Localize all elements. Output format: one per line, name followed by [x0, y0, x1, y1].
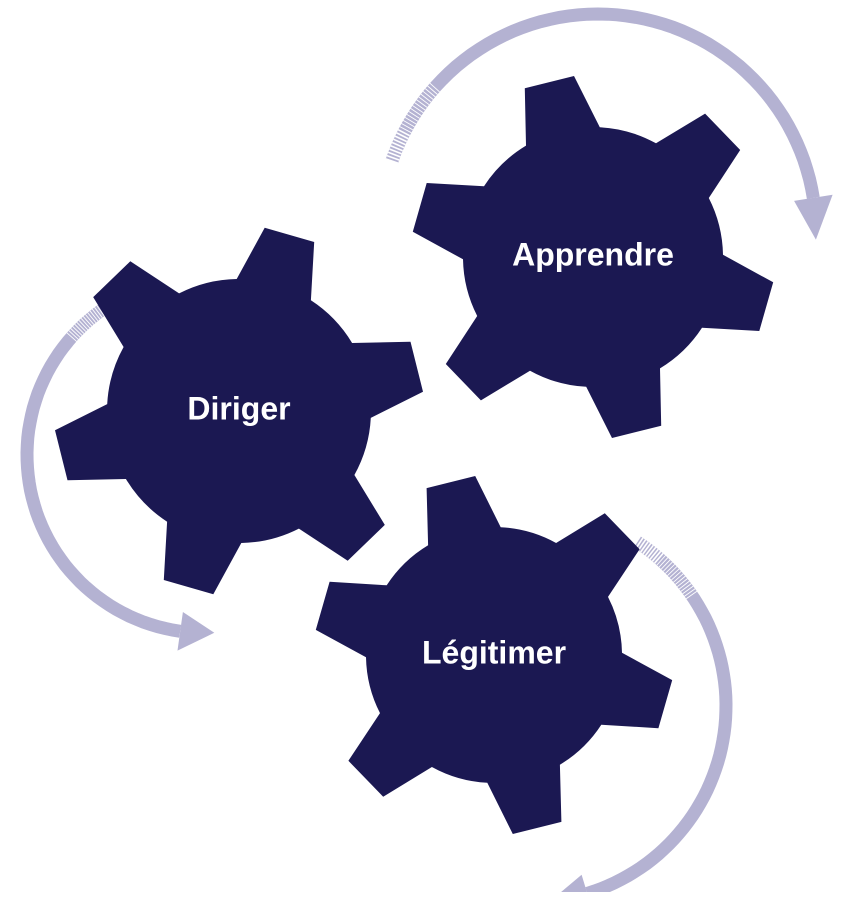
arrow-apprendre-tail-stripe: [418, 96, 430, 106]
arrow-legitimer-tail-stripe: [639, 541, 649, 553]
arrow-legitimer-tail-stripe: [684, 588, 696, 597]
arrow-diriger-tail-stripe: [72, 326, 83, 336]
arrow-apprendre: [385, 7, 833, 240]
arrow-apprendre-head: [794, 194, 833, 240]
arrow-apprendre-tail-stripe: [385, 158, 399, 164]
arrow-diriger-tail-stripe: [74, 323, 85, 334]
arrow-apprendre-tail-stripe: [399, 126, 412, 134]
arrow-diriger-tail-stripe: [91, 308, 101, 320]
arrow-diriger-tail-stripe: [82, 316, 93, 327]
arrows-layer: [20, 7, 833, 897]
arrow-apprendre-tail-stripe: [401, 123, 414, 131]
arrow-apprendre-tail-stripe: [422, 90, 434, 100]
arrow-legitimer-tail-stripe: [647, 546, 657, 558]
arrow-legitimer-tail-stripe: [644, 544, 654, 557]
arrow-apprendre-tail-stripe: [420, 93, 432, 103]
arrow-apprendre-tail-stripe: [404, 117, 417, 125]
arrow-legitimer-tail-stripe: [680, 583, 692, 592]
arrow-legitimer-tail-stripe: [653, 552, 664, 564]
arrow-apprendre-tail-stripe: [394, 135, 408, 143]
arrow-diriger-tail-stripe: [87, 312, 97, 323]
arrow-apprendre-tail-stripe: [389, 148, 402, 155]
gear-apprendre: [412, 76, 774, 438]
arrow-apprendre-tail-stripe: [386, 154, 400, 161]
arrow-legitimer-tail-stripe: [660, 559, 671, 570]
arrow-apprendre-tail-stripe: [397, 128, 411, 137]
arrow-apprendre-tail-stripe: [412, 105, 424, 114]
gear-label-diriger: Diriger: [187, 390, 290, 426]
gears-layer: [55, 76, 774, 834]
arrow-legitimer-tail-stripe: [678, 580, 690, 590]
arrow-diriger-tail-stripe: [96, 305, 105, 317]
arrow-diriger-tail-stripe: [70, 328, 81, 338]
arrow-legitimer-tail-stripe: [662, 561, 673, 572]
arrow-legitimer-tail-stripe: [637, 539, 647, 551]
arrow-apprendre-tail-stripe: [391, 141, 405, 149]
arrow-diriger-arc: [20, 289, 182, 638]
arrow-diriger-tail-stripe: [76, 321, 87, 332]
arrow-diriger-tail-stripe: [68, 330, 79, 340]
arrow-apprendre-arc: [385, 7, 820, 200]
arrow-legitimer-tail-stripe: [667, 566, 678, 576]
arrow-diriger-tail-stripe: [94, 307, 103, 318]
arrow-diriger-head: [177, 612, 215, 651]
arrow-legitimer-tail-stripe: [665, 563, 676, 574]
arrow-apprendre-tail-stripe: [408, 111, 420, 119]
arrow-legitimer-tail-stripe: [677, 578, 688, 588]
gear-diriger: [55, 227, 423, 595]
arrow-legitimer-tail-stripe: [642, 542, 652, 555]
arrow-legitimer-tail-stripe: [649, 548, 659, 560]
arrow-legitimer-tail-stripe: [658, 557, 669, 568]
arrow-legitimer-tail-stripe: [685, 590, 698, 600]
arrow-legitimer: [555, 535, 733, 897]
arrow-apprendre-tail-stripe: [390, 144, 404, 152]
arrow-apprendre-tail-stripe: [416, 99, 428, 108]
arrow-legitimer-tail-stripe: [682, 585, 694, 595]
arrow-apprendre-tail-stripe: [393, 138, 406, 146]
arrow-apprendre-tail-stripe: [414, 102, 426, 111]
arrow-apprendre-tail-stripe: [410, 108, 422, 116]
arrow-apprendre-tail-stripe: [406, 114, 419, 122]
arrow-apprendre-tail-stripe: [427, 85, 438, 95]
gear-label-apprendre: Apprendre: [512, 236, 674, 272]
arrow-apprendre-tail-stripe: [402, 120, 415, 128]
arrow-apprendre-tail-stripe: [425, 88, 436, 98]
arrow-diriger-tail-stripe: [80, 317, 91, 329]
arrow-legitimer-tail-stripe: [669, 568, 680, 579]
arrow-apprendre-tail-stripe: [396, 132, 409, 140]
arrow-legitimer-tail-stripe: [656, 555, 666, 566]
arrow-diriger-tail-stripe: [89, 310, 99, 322]
arrow-legitimer-tail-stripe: [675, 575, 686, 585]
arrow-legitimer-tail-stripe: [673, 573, 684, 583]
gear-legitimer: [315, 476, 673, 834]
arrow-apprendre-tail-stripe: [387, 151, 401, 158]
arrow-legitimer-head: [555, 874, 589, 897]
arrow-diriger-tail-stripe: [78, 319, 89, 331]
arrow-legitimer-tail-stripe: [671, 570, 682, 581]
arrow-diriger-tail-stripe: [85, 314, 95, 325]
gear-label-legitimer: Légitimer: [422, 634, 566, 670]
arrow-diriger-tail-stripe: [66, 332, 77, 342]
arrow-apprendre-tail-stripe: [429, 82, 440, 93]
arrow-legitimer-tail-stripe: [651, 550, 662, 562]
